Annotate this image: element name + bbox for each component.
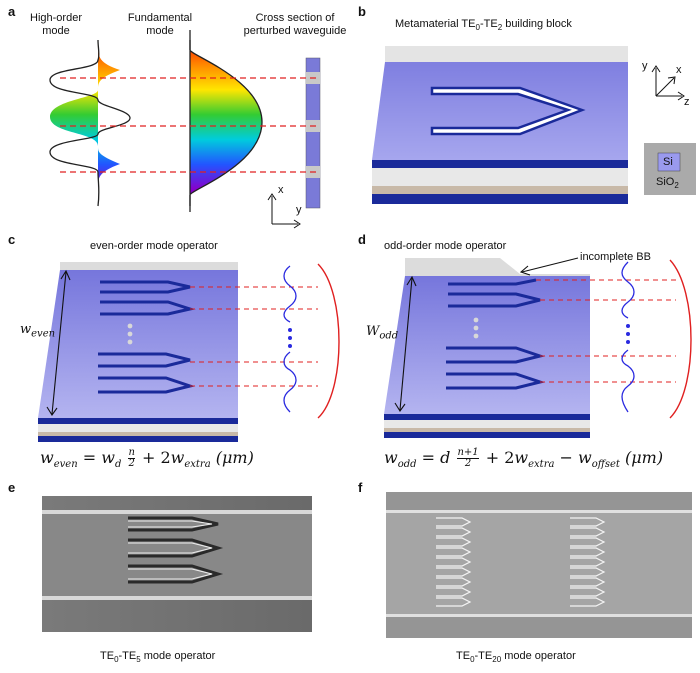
legend-si: Si: [663, 156, 673, 168]
high-order-mode-curve: [50, 40, 120, 206]
panel-letter-c: c: [8, 232, 16, 247]
mode-alignment-lines: [60, 77, 318, 173]
even-width-label: weven: [20, 322, 56, 340]
odd-mode-curve: [621, 261, 635, 413]
even-mode-curve: [283, 265, 297, 413]
panel-letter-d: d: [358, 232, 366, 247]
even-width-arrow: [46, 269, 71, 416]
sem-image-te5: [42, 496, 312, 632]
axis-x-label-b: x: [676, 64, 682, 76]
panel-c-title: even-order mode operator: [90, 240, 218, 252]
panel-a-axes: [267, 193, 301, 229]
sem-image-te20: [386, 492, 692, 638]
caption-f: TE0-TE20 mode operator: [456, 650, 576, 665]
panel-d-title: odd-order mode operator: [384, 240, 507, 252]
axis-y-label-a: y: [296, 204, 302, 216]
odd-width-arrow: [394, 275, 417, 412]
te20-slot-array-right: [570, 517, 606, 607]
fundamental-mode-label: Fundamental mode: [127, 12, 193, 37]
odd-width-label: Wodd: [366, 324, 399, 342]
panel-letter-f: f: [358, 480, 363, 495]
panel-letter-e: e: [8, 480, 16, 495]
caption-e: TE0-TE5 mode operator: [100, 650, 216, 665]
axis-z-label-b: z: [684, 96, 690, 108]
high-order-mode-label: High-order mode: [30, 12, 82, 37]
incomplete-bb-annotation: incomplete BB: [580, 251, 651, 263]
axis-y-label-b: y: [642, 60, 648, 72]
panel-b-title: Metamaterial TE0-TE2 building block: [395, 18, 572, 33]
panel-b-axes: [651, 65, 685, 101]
panel-letter-a: a: [8, 4, 16, 19]
legend-sio2: SiO2: [656, 176, 679, 191]
te20-slot-array-left: [436, 517, 472, 607]
metamaterial-block-top: [372, 62, 628, 160]
panel-letter-b: b: [358, 4, 366, 19]
building-block-slot: [430, 86, 586, 136]
fundamental-mode-curve: [189, 40, 263, 206]
cross-section-label: Cross section of perturbed waveguide: [243, 12, 347, 37]
axis-x-label-a: x: [278, 184, 284, 196]
odd-operator-block-top: [384, 276, 590, 414]
